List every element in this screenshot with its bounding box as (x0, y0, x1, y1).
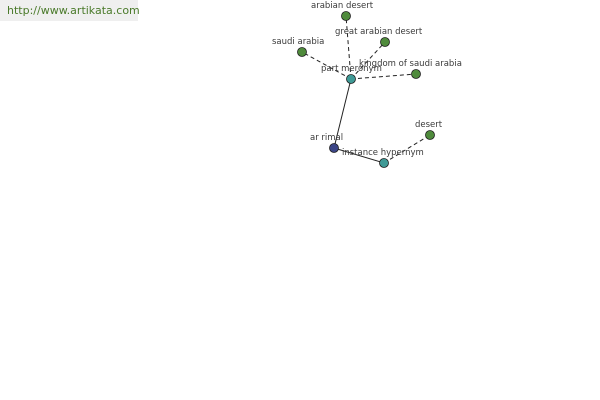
node-arrimal[interactable] (329, 143, 339, 153)
graph-nodes: ar rimal part meronym instance hypernym ara… (272, 1, 462, 168)
site-banner: http://www.artikata.com (0, 0, 140, 21)
edge-part-meronym-to-saudi-arabia (301, 51, 352, 80)
edge-part-meronym-to-great-arabian-desert (350, 41, 386, 80)
node-great-arabian-desert[interactable] (380, 37, 390, 47)
node-label-instance-hypernym: instance hypernym (342, 148, 424, 158)
site-url-link[interactable]: http://www.artikata.com (7, 4, 140, 17)
node-arabian-desert[interactable] (341, 11, 351, 21)
node-label-desert: desert (415, 120, 443, 130)
edge-part-meronym-to-arabian-desert (345, 15, 352, 80)
node-desert[interactable] (425, 130, 435, 140)
node-label-great-arabian-desert: great arabian desert (335, 27, 423, 37)
edge-part-meronym-to-kingdom-of-saudi-arabia (350, 73, 417, 80)
node-saudi-arabia[interactable] (297, 47, 307, 57)
edge-arrimal-to-instance-hypernym (333, 147, 385, 164)
node-label-arrimal: ar rimal (310, 133, 343, 143)
node-label-kingdom-of-saudi-arabia: kingdom of saudi arabia (359, 59, 462, 69)
graph-edges (301, 15, 431, 164)
node-kingdom-of-saudi-arabia[interactable] (411, 69, 421, 79)
edge-arrimal-to-part-meronym (333, 78, 352, 149)
node-part-meronym[interactable] (346, 74, 356, 84)
node-instance-hypernym[interactable] (379, 158, 389, 168)
edge-instance-hypernym-to-desert (383, 134, 431, 164)
node-label-saudi-arabia: saudi arabia (272, 37, 324, 47)
node-label-arabian-desert: arabian desert (311, 1, 374, 11)
node-label-part-meronym: part meronym (321, 64, 382, 74)
